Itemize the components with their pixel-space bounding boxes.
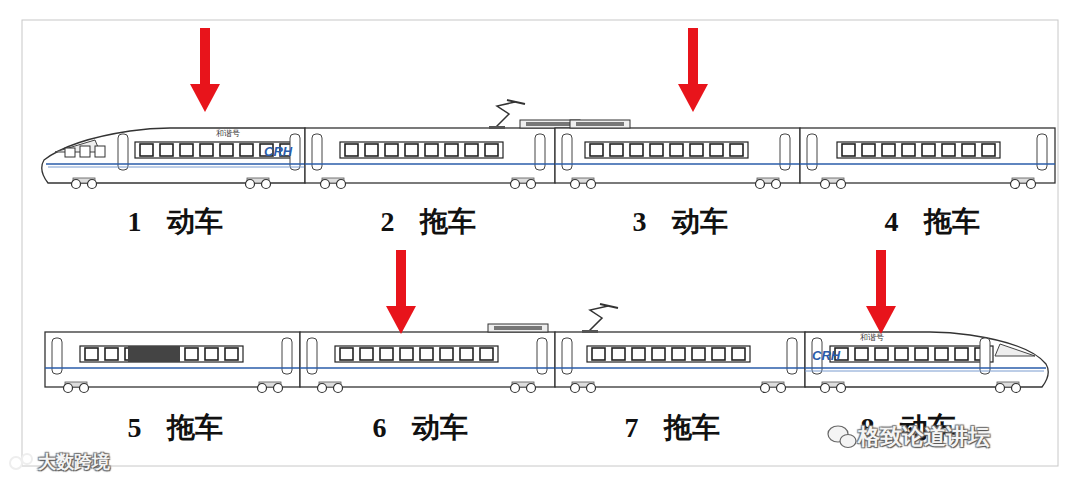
watermark: 大数跨境 — [38, 452, 110, 472]
watermark: 格致论道讲坛 — [858, 425, 990, 449]
car-label: 4 拖车 — [885, 207, 980, 238]
car-label: 6 动车 — [373, 413, 468, 444]
crh-logo: CRH — [264, 145, 292, 159]
train-row-2 — [45, 304, 1048, 393]
car-label: 5 拖车 — [128, 413, 223, 444]
watermark-icon — [10, 454, 32, 469]
car-label: 3 动车 — [633, 207, 728, 238]
red-arrows — [190, 28, 896, 334]
car-label: 7 拖车 — [625, 413, 720, 444]
wechat-icon — [828, 426, 856, 448]
train-name: 和谐号 — [860, 334, 884, 343]
car-label: 2 拖车 — [381, 207, 476, 238]
crh-logo: CRH — [812, 349, 840, 363]
train-row-1 — [42, 100, 1055, 189]
train-name: 和谐号 — [216, 130, 240, 139]
car-label: 1 动车 — [128, 207, 223, 238]
frame — [22, 20, 1058, 466]
